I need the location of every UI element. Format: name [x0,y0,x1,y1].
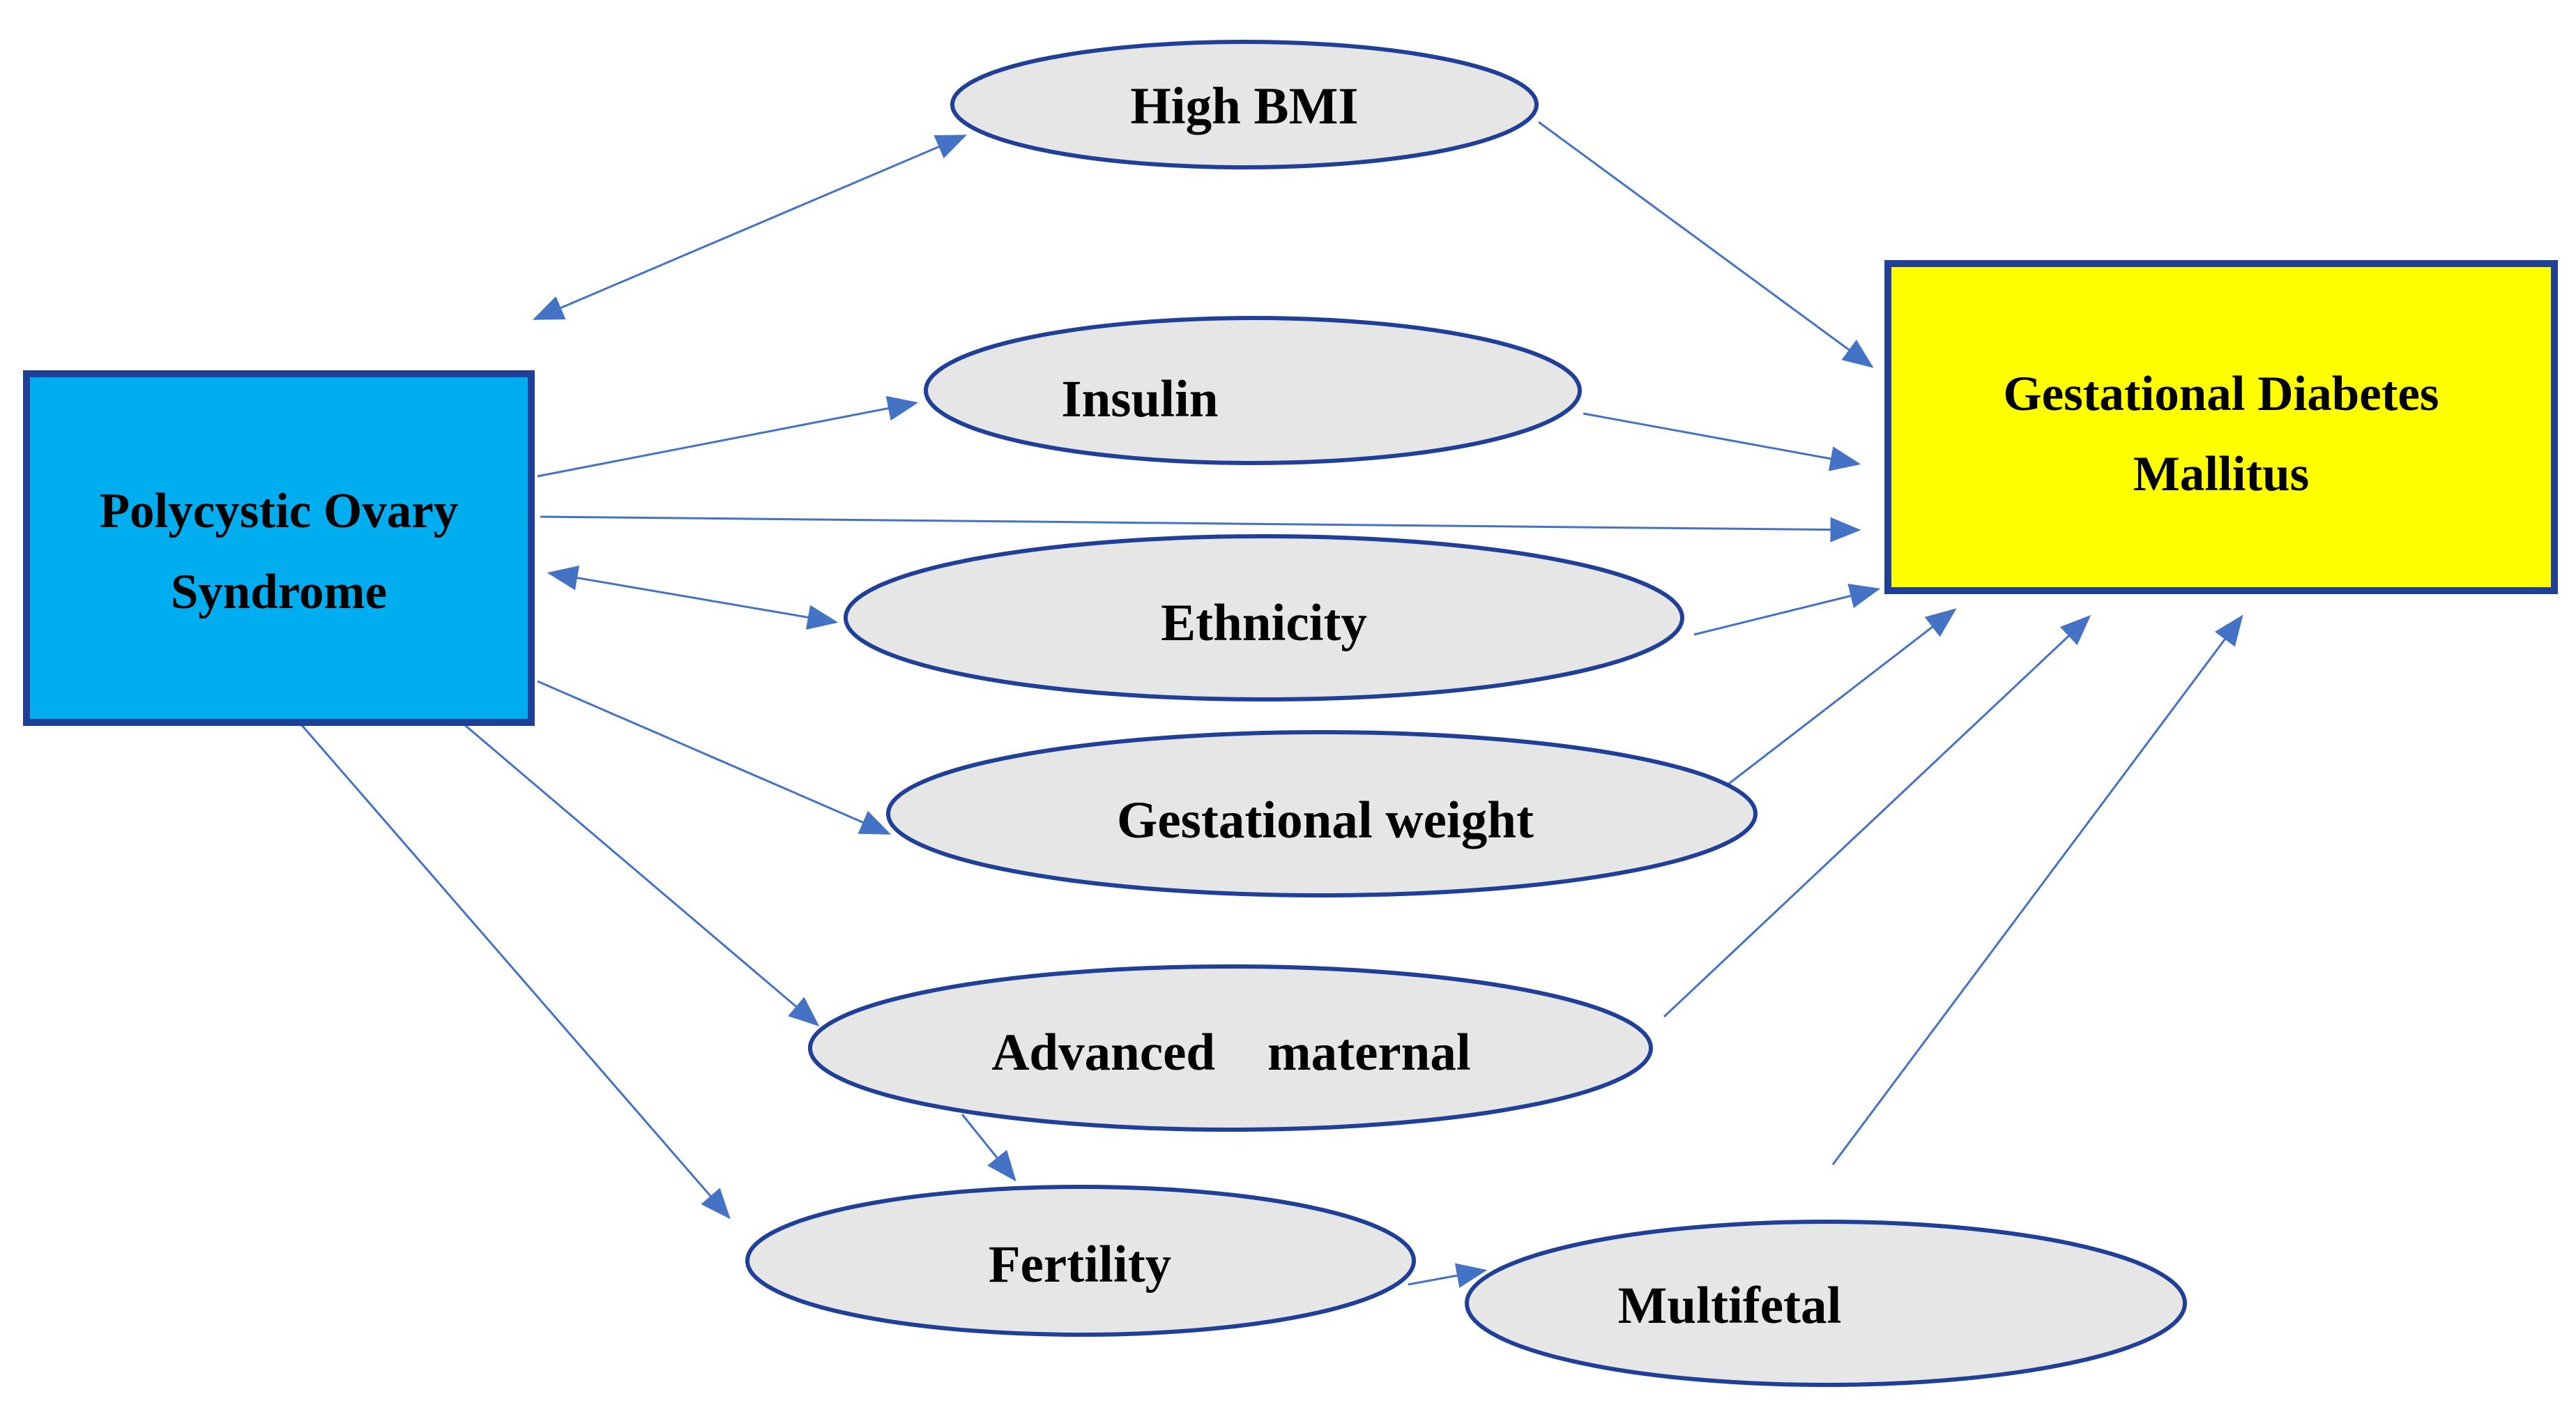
edge-pcos-gestational-weight [537,680,892,835]
edge-advanced-maternal-fertility [961,1114,1016,1182]
edge-insulin-gdm [1583,412,1861,471]
advanced-maternal-label: Advanced maternal [991,1024,1470,1082]
edge-pcos-ethnicity [547,565,839,630]
edge-pcos-high-bmi [532,135,968,320]
gdm-label-line1: Gestational Diabetes [2003,367,2439,421]
multifetal-label: Multifetal [1618,1277,1842,1335]
high-bmi-ellipse [950,40,1539,169]
multifetal-node: Multifetal [1465,1220,2187,1387]
advanced-maternal-node: Advanced maternal [808,964,1653,1132]
edge-high-bmi-gdm [1538,121,1874,368]
insulin-ellipse [924,316,1582,465]
edges [296,121,2243,1288]
edge-multifetal-gdm [1831,614,2243,1165]
pcos-label-line2: Syndrome [171,565,387,619]
gestational-weight-node: Gestational weight [886,730,1758,897]
gdm-label-line2: Mallitus [2133,447,2309,501]
gestational-weight-label: Gestational weight [1117,791,1534,849]
gdm-node: Gestational Diabetes Mallitus [1884,260,2558,594]
gestational-weight-ellipse [886,730,1758,897]
pcos-label-line1: Polycystic Ovary [100,484,459,538]
pcos-box [23,370,535,726]
ethnicity-node: Ethnicity [844,534,1684,702]
fertility-label: Fertility [989,1236,1171,1294]
advanced-maternal-ellipse [808,964,1653,1132]
pcos-node: Polycystic Ovary Syndrome [23,370,535,726]
ethnicity-label: Ethnicity [1161,594,1367,652]
edge-fertility-multifetal [1408,1263,1488,1288]
multifetal-ellipse [1465,1220,2187,1387]
edge-pcos-gdm [540,515,1861,543]
edge-gestational-weight-gdm [1720,608,1957,791]
edge-advanced-maternal-gdm [1663,614,2091,1018]
edge-pcos-fertility [296,719,731,1220]
ethnicity-ellipse [844,534,1684,702]
high-bmi-node: High BMI [950,40,1539,169]
insulin-node: Insulin [924,316,1582,465]
gdm-box [1884,260,2558,594]
edge-ethnicity-gdm [1693,584,1881,636]
fertility-node: Fertility [745,1185,1416,1337]
high-bmi-label: High BMI [1130,77,1358,135]
edge-pcos-advanced-maternal [450,712,820,1026]
insulin-label: Insulin [1061,370,1218,428]
edge-pcos-insulin [537,395,919,478]
fertility-ellipse [745,1185,1416,1337]
